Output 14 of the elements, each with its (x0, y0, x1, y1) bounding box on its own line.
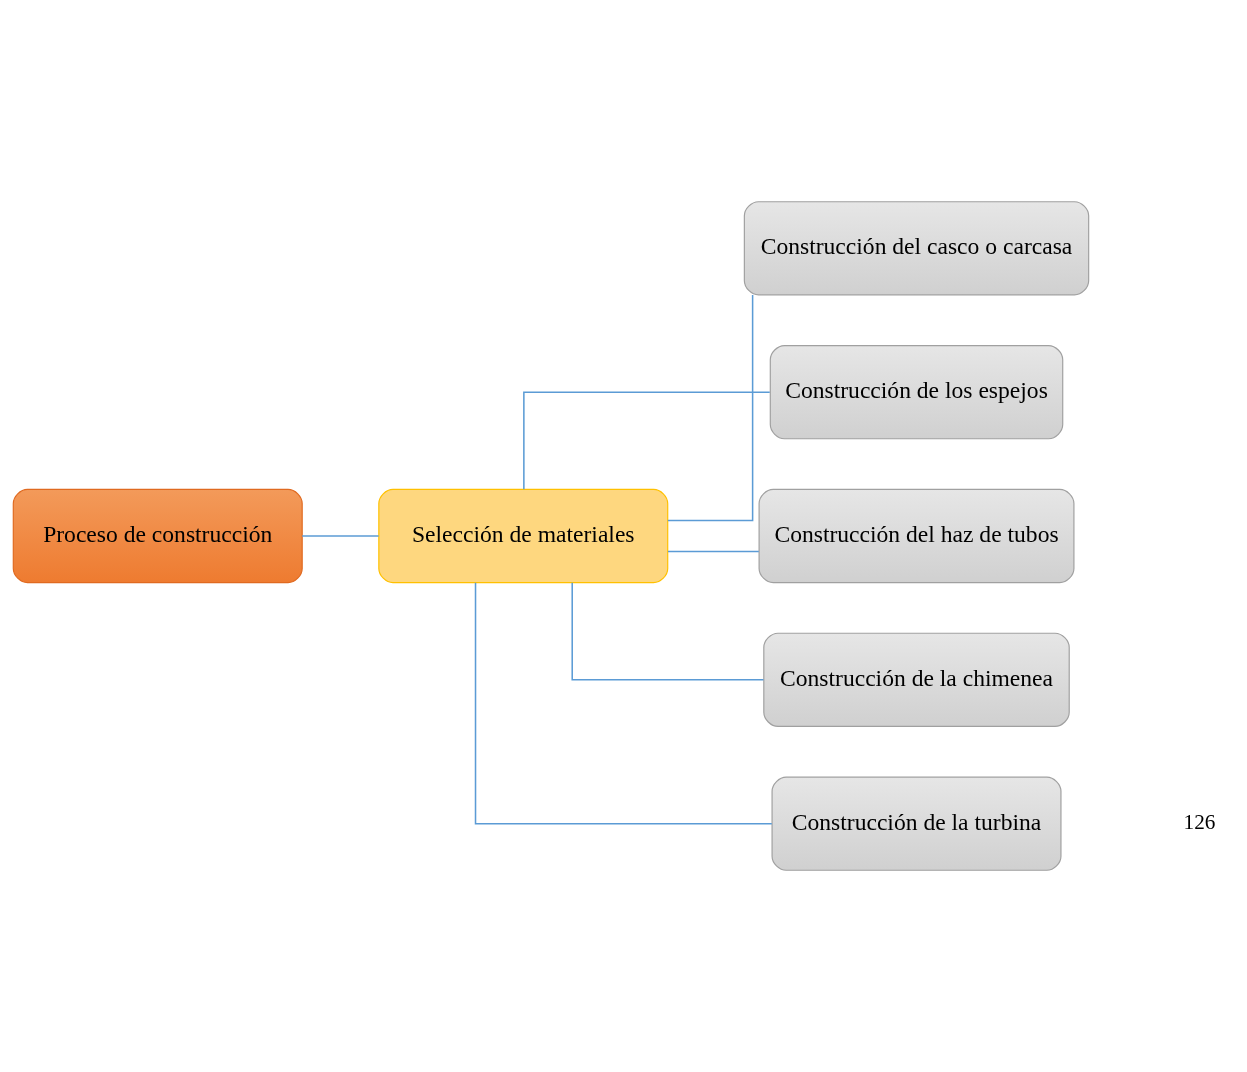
label: 126 (1183, 809, 1216, 834)
node-box: Construcción de la chimenea (763, 632, 1070, 727)
node-box: Construcción del haz de tubos (758, 488, 1075, 584)
node-box: Construcción de los espejos (769, 345, 1064, 440)
node-box: Construcción de la turbina (771, 776, 1062, 871)
connector (667, 550, 760, 553)
connector (474, 582, 773, 825)
node-box: Selección de materiales (378, 488, 669, 584)
node-box: Construcción del casco o carcasa (743, 201, 1090, 296)
connector (571, 581, 765, 681)
connector (667, 294, 754, 522)
connector (301, 535, 380, 537)
node-box: Proceso de construcción (12, 488, 303, 584)
connector (523, 391, 771, 491)
